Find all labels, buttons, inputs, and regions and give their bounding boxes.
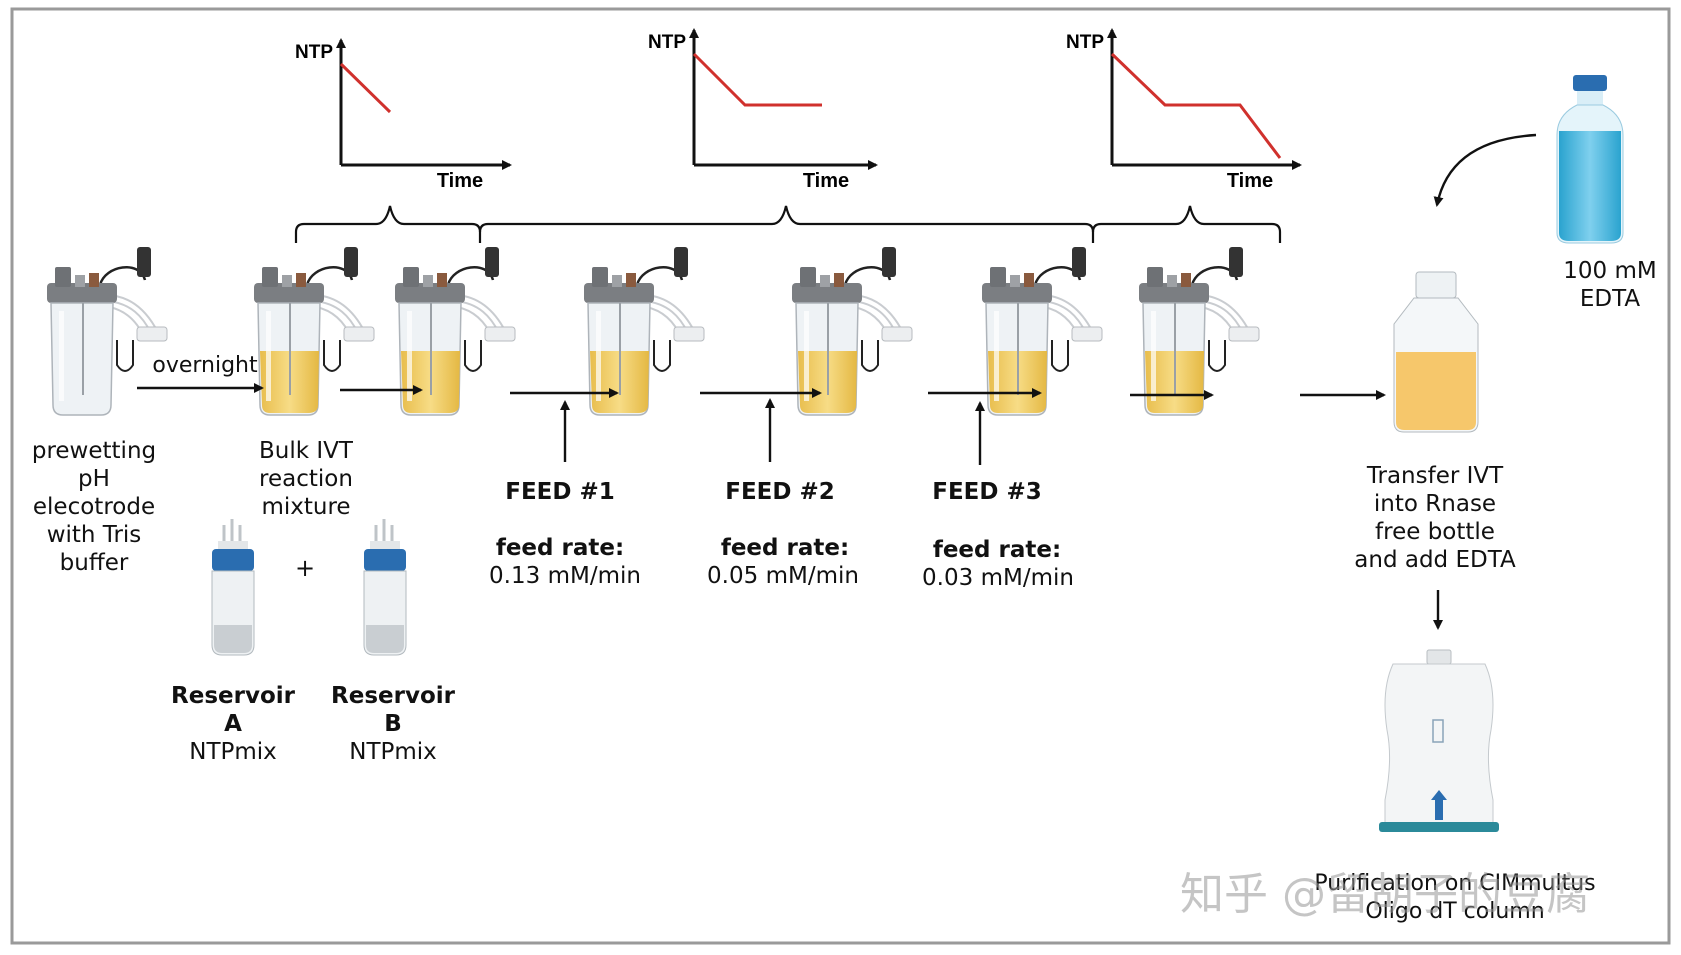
brace-feed-1: [294, 205, 482, 243]
y-axis-label: NTP: [648, 32, 686, 53]
edta-label: 100 mM EDTA: [1563, 258, 1657, 312]
edta-bottle: [1556, 75, 1624, 244]
process-arrows: [137, 133, 1537, 630]
brace-feed-2: [478, 205, 1095, 243]
overnight-label: overnight: [152, 353, 258, 378]
transfer-bottle: [1393, 271, 1479, 433]
feed-2-title: FEED #2: [725, 479, 835, 505]
ntp-profile-chart-1: NTP Time: [295, 38, 512, 192]
reservoir-a-title: Reservoir A: [171, 683, 295, 737]
ntp-profile-line: [692, 52, 822, 107]
reactor-feed-3: [982, 247, 1103, 416]
timeline-braces: [294, 205, 1282, 243]
reactor-feed-2: [792, 247, 913, 416]
y-axis-label: NTP: [295, 42, 333, 63]
y-axis-label: NTP: [1066, 32, 1104, 53]
purification-column: [1379, 649, 1499, 832]
feed-1-rate-label: feed rate:: [495, 535, 625, 561]
figure-border: [10, 7, 1671, 945]
reservoir-b-bottle: [363, 519, 407, 656]
feed-2-rate-label: feed rate:: [720, 535, 850, 561]
brace-feed-3: [1091, 205, 1282, 243]
transfer-label: Transfer IVT into Rnase free bottle and …: [1354, 463, 1516, 573]
ntp-profile-line: [1110, 52, 1282, 159]
edta-add-arrow: [1433, 133, 1537, 207]
feed-3-rate-label: feed rate:: [932, 537, 1062, 563]
ntp-profile-chart-2: NTP Time: [648, 28, 878, 192]
ntp-profile-line: [339, 62, 392, 114]
prewetting-label: prewetting pH elecotrode with Tris buffe…: [31, 438, 157, 576]
feed-3-rate: 0.03 mM/min: [922, 565, 1074, 591]
bulk-ivt-label: Bulk IVT reaction mixture: [259, 438, 353, 520]
feed-1-rate: 0.13 mM/min: [489, 563, 641, 589]
reservoir-b-sub: NTPmix: [349, 739, 437, 765]
x-axis-label: Time: [437, 170, 483, 192]
reactor-bulk-ivt: [254, 247, 375, 416]
ntp-profile-chart-3: NTP Time: [1066, 28, 1302, 192]
feed-3-title: FEED #3: [932, 479, 1042, 505]
x-axis-label: Time: [1227, 170, 1273, 192]
reservoir-b-title: Reservoir B: [331, 683, 455, 737]
feed-1-title: FEED #1: [505, 479, 615, 505]
purification-label: Purification on CIMmultus Oligo dT colum…: [1314, 871, 1596, 924]
reservoir-a-sub: NTPmix: [189, 739, 277, 765]
feed-2-rate: 0.05 mM/min: [707, 563, 859, 589]
reactor-prewetting: [47, 247, 168, 416]
reactor-final: [1139, 247, 1260, 416]
watermark: 知乎 @留胡子的豆腐: [1180, 869, 1590, 920]
reactor-feed-1: [584, 247, 705, 416]
plus-sign: +: [294, 554, 316, 582]
x-axis-label: Time: [803, 170, 849, 192]
reservoir-a-bottle: [211, 519, 255, 656]
